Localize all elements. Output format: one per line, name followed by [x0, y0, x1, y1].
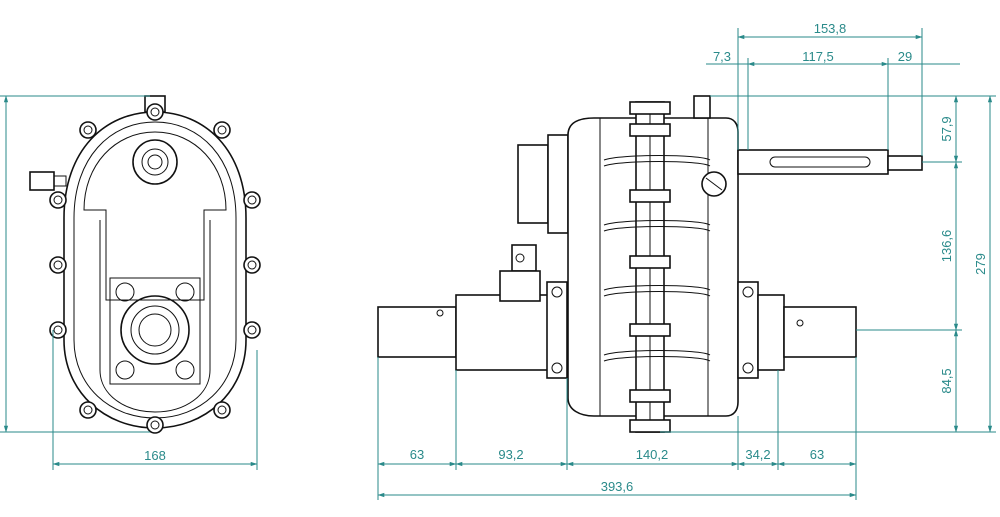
dim-right-seg-2: 136,6 [939, 230, 954, 263]
dim-top-seg-3: 29 [898, 49, 912, 64]
fin [603, 155, 711, 161]
bolt-icon [213, 401, 231, 419]
dim-right-seg-1: 57,9 [939, 116, 954, 141]
bolt-icon [629, 419, 671, 433]
bolt-icon [243, 256, 261, 274]
front-inner-channel [99, 220, 211, 413]
side-center-bolts [629, 101, 671, 433]
shaft-keyway [769, 156, 871, 168]
bolt-icon [629, 123, 671, 137]
fin [603, 285, 711, 291]
right-bearing-housing [757, 294, 785, 371]
dim-bottom-seg-5: 63 [810, 447, 824, 462]
right-output-shaft-upper [737, 149, 889, 175]
dim-right-seg-3: 84,5 [939, 368, 954, 393]
dim-bottom-seg-3: 140,2 [636, 447, 669, 462]
bolt-icon [146, 416, 164, 434]
bolt-icon [49, 256, 67, 274]
left-input-shaft [377, 306, 457, 358]
bolt-icon [213, 121, 231, 139]
bolt-icon [49, 191, 67, 209]
side-cooling-fins [603, 155, 711, 362]
bolt-icon [629, 255, 671, 269]
bolt-icon [629, 101, 671, 115]
bolt-icon [79, 121, 97, 139]
dim-top-overall: 153,8 [814, 21, 847, 36]
dimensions: 168 279 153,8 7,3 117,5 29 57,9 136,6 84… [0, 21, 996, 500]
side-view [377, 95, 923, 433]
bolt-icon [243, 321, 261, 339]
fin [603, 220, 711, 226]
bolt-icon [49, 321, 67, 339]
bolt-icon [629, 323, 671, 337]
dim-top-seg-1: 7,3 [713, 49, 731, 64]
bolt-icon [629, 189, 671, 203]
bolt-icon [79, 401, 97, 419]
front-housing-inner-rim [73, 121, 237, 419]
dim-front-width: 168 [144, 448, 166, 463]
dim-top-seg-2: 117,5 [802, 49, 834, 64]
side-top-vent [693, 95, 711, 119]
bolt-icon [629, 389, 671, 403]
front-perimeter-bolts [49, 103, 261, 434]
front-view [29, 95, 261, 434]
dim-bottom-seg-4: 34,2 [745, 447, 770, 462]
front-lower-block [109, 277, 201, 385]
right-output-shaft-lower [783, 306, 857, 358]
side-mount-bracket [517, 144, 549, 224]
dim-bottom-overall: 393,6 [601, 479, 634, 494]
front-housing-outline [63, 111, 247, 429]
right-flange [737, 281, 759, 379]
dim-bottom-seg-2: 93,2 [498, 447, 523, 462]
dim-front-height: 279 [0, 253, 3, 275]
bolt-icon [243, 191, 261, 209]
front-inner-cavity [83, 131, 227, 301]
front-lower-bore [120, 295, 190, 365]
front-upper-bore [132, 139, 178, 185]
dim-bottom-seg-1: 63 [410, 447, 424, 462]
dim-right-overall: 279 [973, 253, 988, 275]
front-side-fitting [29, 171, 55, 191]
fin [603, 350, 711, 356]
left-flange [546, 281, 568, 379]
bolt-icon [146, 103, 164, 121]
left-bearing-housing [455, 294, 551, 371]
